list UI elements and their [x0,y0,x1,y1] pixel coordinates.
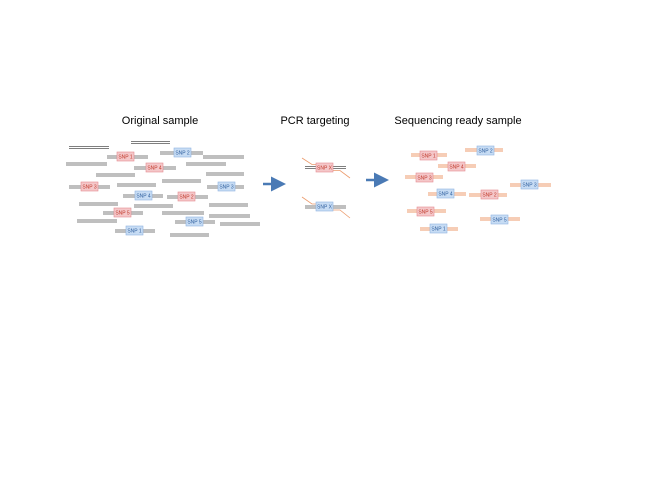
dna-fragment [77,219,117,223]
snp-2-tag: SNP 2 [177,191,196,202]
pcr-targeting-panel: SNP X SNP X [301,157,351,219]
snp-4-label: SNP 4 [449,165,464,171]
snp-4-label: SNP 4 [147,166,162,172]
dna-fragment [79,202,118,206]
snp-1-label: SNP 1 [421,154,436,160]
snp-4-tag: SNP 4 [145,162,164,173]
dna-fragment [203,155,244,159]
dna-fragment [162,211,204,215]
amplicon-snp-1: SNP 1 [411,150,447,161]
dna-fragment [131,141,170,144]
snp-3-label: SNP 3 [82,185,97,191]
pcr-target-bottom: SNP X [301,196,351,219]
dna-fragment [209,203,248,207]
dna-fragment [66,162,107,166]
snp-4-tag: SNP 4 [134,190,153,201]
snp-3-label: SNP 3 [522,183,537,189]
snp-x-label: SNP X [317,205,333,211]
snp-1-label: SNP 1 [118,155,133,161]
snp-2-label: SNP 2 [179,195,194,201]
dna-fragment [117,183,156,187]
snp-3-tag: SNP 3 [80,181,99,192]
dna-fragment [206,172,244,176]
dna-fragment [134,204,173,208]
primer-reverse [330,170,351,179]
snp-3-label: SNP 3 [219,185,234,191]
amplicon-snp-4: SNP 4 [428,188,466,199]
amplicon-snp-3: SNP 3 [510,179,551,190]
snp-5-tag: SNP 5 [185,216,204,227]
snp-5-tag: SNP 5 [113,207,132,218]
dna-fragment [69,146,109,149]
snp-2-label: SNP 2 [482,193,497,199]
amplicon-snp-5: SNP 5 [407,206,446,217]
snp-3-label: SNP 3 [417,176,432,182]
original-sample-title: Original sample [122,115,198,127]
snp-4-label: SNP 4 [136,194,151,200]
pcr-target-top: SNP X [301,157,351,179]
dna-fragment [162,179,201,183]
sequencing-ready-panel: SNP 1 SNP 2 SNP 4 SNP 3 SNP 3 SNP 4 [405,145,551,234]
amplicon-snp-4: SNP 4 [438,161,476,172]
snp-1-tag: SNP 1 [125,225,144,236]
amplicon-snp-2: SNP 2 [469,189,507,200]
snp-1-label: SNP 1 [127,229,142,235]
amplicon-snp-3: SNP 3 [405,172,443,183]
snp-3-tag: SNP 3 [217,181,236,192]
sequencing-ready-title: Sequencing ready sample [394,115,521,127]
dna-fragment [220,222,260,226]
dna-fragment [170,233,209,237]
pcr-targeting-title: PCR targeting [280,115,349,127]
snp-5-label: SNP 5 [115,211,130,217]
snp-5-label: SNP 5 [418,210,433,216]
snp-4-label: SNP 4 [438,192,453,198]
amplicon-snp-1: SNP 1 [420,223,458,234]
original-snp-tags: SNP 1 SNP 2 SNP 4 SNP 3 SNP 3 SNP 4 SNP … [80,147,236,236]
amplicon-snp-2: SNP 2 [465,145,503,156]
snp-5-label: SNP 5 [492,218,507,224]
snp-2-tag: SNP 2 [173,147,192,158]
amplicon-snp-5: SNP 5 [480,214,520,225]
snp-x-label: SNP X [317,166,333,172]
dna-fragment [186,162,226,166]
snp-2-label: SNP 2 [478,149,493,155]
primer-reverse [330,209,351,219]
dna-fragment [96,173,135,177]
snp-1-tag: SNP 1 [116,151,135,162]
snp-5-label: SNP 5 [187,220,202,226]
snp-1-label: SNP 1 [431,227,446,233]
snp-2-label: SNP 2 [175,151,190,157]
dna-fragment [209,214,250,218]
